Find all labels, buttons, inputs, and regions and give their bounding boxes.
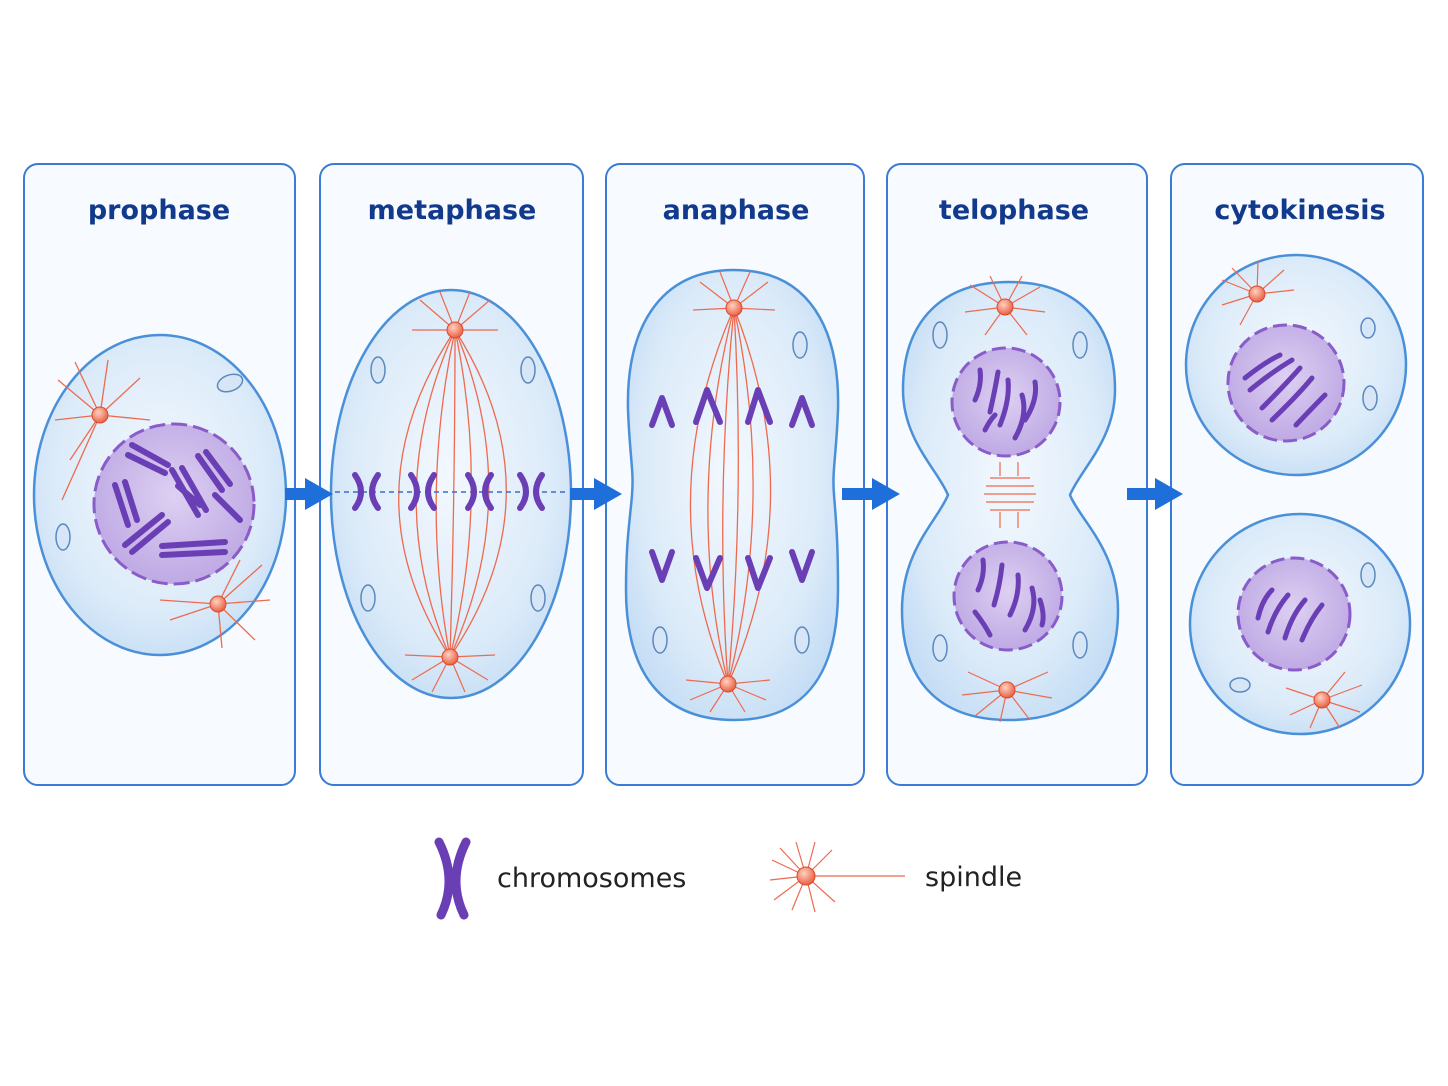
mitochondrion [1229,677,1251,693]
nucleus [1236,556,1352,672]
mitochondrion [652,331,810,654]
prophase-cell [32,333,288,657]
arrow-icon [842,478,900,510]
centrosome [159,559,271,649]
centrosome [692,271,776,317]
panel-telophase: telophase [886,163,1148,786]
centrosome [685,675,771,713]
centrosome [1221,261,1295,326]
legend-chromosomes-label: chromosomes [497,863,686,894]
mitochondrion [1360,562,1376,588]
mitochondrion [932,321,1088,662]
centrosome [412,291,498,339]
metaphase-cell [329,288,573,700]
panel-title-anaphase: anaphase [663,195,810,226]
spindle-midzone [984,462,1036,528]
panel-prophase: prophase [23,163,296,786]
arrow-icon [1127,478,1183,510]
chromosome-set [972,557,1046,638]
nucleus [92,422,256,586]
chromosome-set [112,442,243,558]
panel-cytokinesis: cytokinesis [1170,163,1424,786]
chromosome-icon [434,837,471,920]
spindle-fibers [689,307,772,685]
centrosome [54,359,151,501]
panel-title-metaphase: metaphase [368,195,537,226]
mitochondrion [1360,317,1376,339]
panel-title-prophase: prophase [88,195,230,226]
spindle-icon [769,841,905,913]
arrow-icon [285,478,333,510]
anaphase-cell [624,268,840,722]
centrosome [964,275,1046,336]
panel-anaphase: anaphase [605,163,865,786]
panel-title-telophase: telophase [939,195,1089,226]
daughter-cell [1188,512,1412,736]
chromosome-set [1242,352,1328,428]
panel-title-cytokinesis: cytokinesis [1214,195,1385,226]
spindle-fibers [398,329,507,658]
nucleus [952,540,1064,652]
mitochondrion [1362,385,1378,411]
nucleus [950,346,1062,458]
telophase-cell [900,275,1120,723]
legend: chromosomes spindle [434,837,1022,920]
legend-spindle-label: spindle [925,862,1022,893]
centrosome [961,671,1053,723]
centrosome [1285,671,1363,729]
arrow-icon [570,478,622,510]
daughter-cell [1184,253,1408,477]
chromosome-set [1255,587,1325,643]
nucleus [1226,323,1346,443]
chromosome-set [972,367,1038,441]
chromosome-set [649,387,815,591]
panel-metaphase: metaphase [319,163,584,786]
chromosome-set [352,472,545,511]
mitochondrion [55,373,244,551]
mitochondrion [360,356,546,612]
centrosome [404,648,496,693]
